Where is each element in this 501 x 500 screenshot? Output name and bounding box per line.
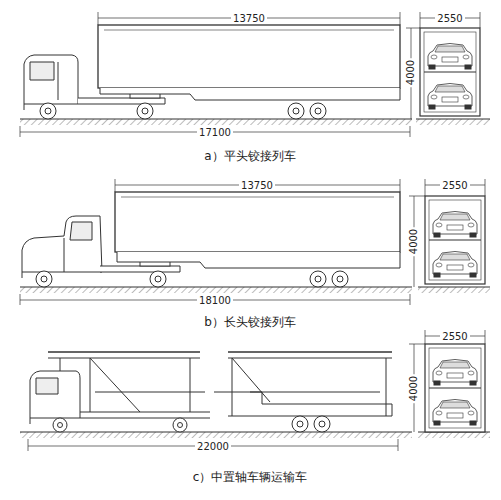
dimension-label: 4000 xyxy=(408,226,419,255)
dimension-label: 2550 xyxy=(435,13,464,24)
dimension-label: 2550 xyxy=(440,331,469,342)
dimension-label: 4000 xyxy=(408,373,419,402)
caption-label: a）平头铰接列车 xyxy=(202,150,297,163)
dimension-label: 17100 xyxy=(197,127,233,138)
caption-label: b）长头铰接列车 xyxy=(202,316,298,329)
dimension-label: 13750 xyxy=(239,180,275,191)
dimension-label: 22000 xyxy=(195,441,231,452)
caption-label: c）中置轴车辆运输车 xyxy=(191,471,310,484)
dimension-label: 4000 xyxy=(405,57,416,86)
dimension-label: 2550 xyxy=(440,180,469,191)
dimension-label: 13750 xyxy=(231,13,267,24)
dimension-label: 18100 xyxy=(197,295,233,306)
